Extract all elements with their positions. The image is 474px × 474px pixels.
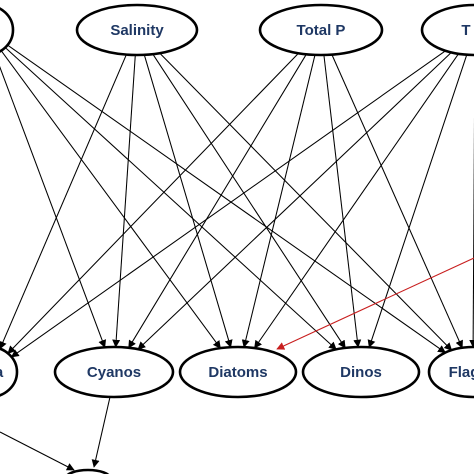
node-top-left — [0, 7, 15, 53]
node-dinos-label: Dinos — [340, 364, 382, 381]
node-top-right-ellipse — [420, 3, 474, 57]
node-salinity: Salinity — [75, 3, 199, 57]
edge-top-right-to-dinos — [367, 54, 468, 349]
edge-salinity-to-diatoms — [143, 54, 233, 348]
node-diatoms-label: Diatoms — [208, 364, 267, 381]
node-cyanos: Cyanos — [53, 345, 175, 399]
node-dinos-ellipse — [301, 345, 421, 399]
edge-salinity-to-cyanos — [112, 54, 136, 348]
node-diatoms: Diatoms — [178, 345, 298, 399]
edge-top-left-to-dinos — [4, 47, 337, 350]
node-sink — [66, 468, 110, 474]
nodes-layer: Salinity Total P Ta Cyanos Diatoms Dinos Flag — [0, 3, 474, 474]
edge-top-right-to-bottom-left — [10, 50, 446, 358]
node-salinity-label: Salinity — [110, 22, 164, 39]
node-top-right-label: T — [461, 22, 470, 39]
node-flag: Flag — [427, 345, 474, 399]
node-bottom-left-ellipse — [0, 347, 19, 397]
node-flag-ellipse — [427, 345, 474, 399]
edge-top-right-to-cyanos — [137, 52, 452, 350]
node-cyanos-ellipse — [53, 345, 175, 399]
edge-top-left-to-cyanos — [0, 65, 107, 349]
edge-top-right-to-diatoms — [254, 53, 459, 349]
node-cyanos-label: Cyanos — [87, 364, 141, 381]
edge-total-p-to-flag — [331, 54, 463, 349]
edge-salinity-to-dinos — [152, 53, 346, 349]
edge-top-left-to-diatoms — [0, 50, 221, 349]
edge-total-p-to-cyanos — [128, 54, 307, 349]
node-sink-ellipse — [66, 468, 110, 474]
edge-top-left-to-flag — [7, 44, 446, 354]
edge-cyanos-to-sink — [91, 396, 111, 468]
node-salinity-ellipse — [75, 3, 199, 57]
node-top-right: T — [420, 3, 474, 57]
node-bottom-left: a — [0, 347, 19, 397]
edge-top-right-to-flag — [469, 115, 474, 348]
node-total-p-ellipse — [258, 3, 384, 57]
node-total-p-label: Total P — [297, 22, 346, 39]
node-flag-label: Flag — [449, 364, 474, 381]
edges-layer — [0, 44, 474, 471]
edge-flag-to-diatoms — [276, 257, 474, 350]
node-top-left-ellipse — [0, 7, 15, 53]
edge-total-p-to-diatoms — [241, 54, 316, 348]
edge-bottom-left-to-sink — [0, 431, 75, 471]
edge-salinity-to-bottom-left — [0, 54, 127, 350]
node-total-p: Total P — [258, 3, 384, 57]
edge-total-p-to-bottom-left — [7, 52, 299, 354]
node-diatoms-ellipse — [178, 345, 298, 399]
node-dinos: Dinos — [301, 345, 421, 399]
edge-total-p-to-dinos — [323, 54, 362, 348]
edge-salinity-to-flag — [159, 52, 453, 351]
node-bottom-left-label: a — [0, 364, 4, 381]
